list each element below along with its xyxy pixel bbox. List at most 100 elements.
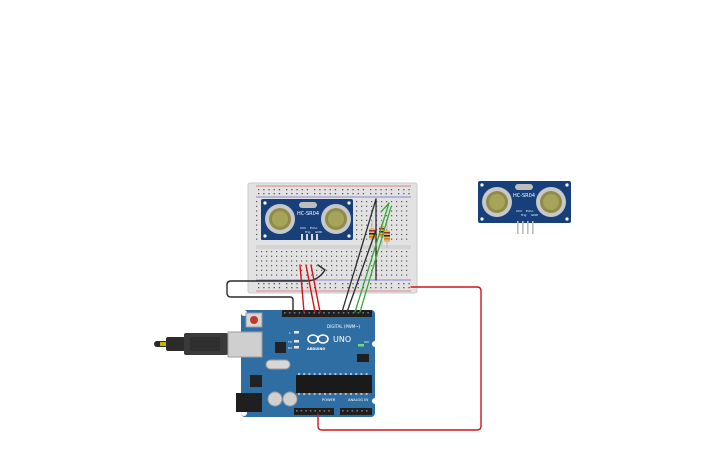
hole bbox=[337, 312, 340, 314]
hole bbox=[356, 410, 358, 412]
hole bbox=[316, 260, 318, 262]
hole bbox=[396, 251, 398, 253]
hole bbox=[355, 393, 358, 395]
pin-label-gnd: GND bbox=[315, 230, 323, 234]
hole bbox=[258, 189, 260, 191]
hole bbox=[381, 215, 383, 217]
crystal-oscillator bbox=[299, 202, 317, 208]
hole bbox=[329, 189, 331, 191]
pin-label-vcc: VCC bbox=[300, 226, 306, 230]
hole bbox=[381, 251, 383, 253]
hole bbox=[336, 260, 338, 262]
wire-green-1[interactable] bbox=[354, 202, 390, 313]
ultrasonic-sensor-left[interactable]: HC-SR04 VCC Trig Echo GND bbox=[261, 199, 353, 240]
hole bbox=[286, 193, 288, 195]
hole bbox=[356, 269, 358, 271]
hole bbox=[401, 265, 403, 267]
breadboard-terminal-holes bbox=[256, 201, 408, 276]
dc-power-jack[interactable] bbox=[236, 393, 262, 412]
hole bbox=[406, 201, 408, 203]
arduino-uno-board[interactable]: DIGITAL (PWM~) POWER ANALOG IN L TX RX O… bbox=[154, 310, 378, 417]
hole bbox=[401, 269, 403, 271]
power-header-label: POWER bbox=[322, 398, 336, 402]
analog-pin-header[interactable] bbox=[340, 408, 372, 415]
board-model-label: UNO bbox=[333, 335, 351, 344]
hole bbox=[366, 224, 368, 226]
hole bbox=[308, 312, 311, 314]
hole bbox=[391, 251, 393, 253]
wire-green-2[interactable] bbox=[359, 206, 392, 313]
hole bbox=[258, 283, 260, 285]
hole bbox=[256, 219, 258, 221]
hole bbox=[286, 274, 288, 276]
wire-black-gnd-loop[interactable] bbox=[226, 264, 326, 313]
hole bbox=[351, 274, 353, 276]
resistor-2[interactable] bbox=[379, 220, 385, 246]
hole bbox=[341, 255, 343, 257]
hole bbox=[336, 274, 338, 276]
hole bbox=[291, 189, 293, 191]
hole bbox=[266, 260, 268, 262]
hole bbox=[326, 255, 328, 257]
wire-red-3[interactable] bbox=[310, 264, 321, 313]
hole bbox=[366, 251, 368, 253]
hole bbox=[346, 269, 348, 271]
hole bbox=[278, 189, 281, 191]
hole bbox=[305, 410, 307, 412]
hole bbox=[361, 219, 363, 221]
hole bbox=[323, 312, 325, 314]
led-tx bbox=[294, 340, 299, 343]
hole bbox=[341, 251, 343, 253]
hole bbox=[334, 393, 337, 395]
hole bbox=[334, 189, 337, 191]
resistor-1[interactable] bbox=[369, 220, 375, 246]
hole bbox=[371, 205, 373, 207]
hole bbox=[370, 287, 372, 289]
hole bbox=[324, 287, 326, 289]
wire-red-long[interactable] bbox=[317, 286, 482, 431]
pin-label-trig: Trig bbox=[520, 213, 526, 217]
hole bbox=[366, 215, 368, 217]
wire-red-1[interactable] bbox=[299, 264, 305, 313]
hole bbox=[268, 287, 270, 289]
hole bbox=[366, 233, 368, 236]
hole bbox=[286, 265, 288, 267]
hole bbox=[256, 233, 258, 236]
ultrasonic-sensor-right[interactable]: HC-SR04 VCC Trig Echo GND bbox=[478, 181, 571, 234]
wire-black-2[interactable] bbox=[346, 229, 377, 313]
hole bbox=[351, 255, 353, 257]
power-pin-header[interactable] bbox=[294, 408, 334, 415]
wire-black-1[interactable] bbox=[341, 198, 377, 313]
digital-pin-header[interactable] bbox=[282, 310, 372, 317]
wire-green-3[interactable] bbox=[380, 202, 390, 213]
wire-red-2[interactable] bbox=[305, 264, 316, 313]
usb-cable[interactable] bbox=[154, 333, 228, 355]
hole bbox=[366, 265, 368, 267]
hole bbox=[301, 255, 303, 257]
hole bbox=[266, 265, 268, 267]
hole bbox=[361, 224, 363, 226]
hole bbox=[371, 251, 373, 253]
hole bbox=[360, 393, 363, 395]
resistor-3[interactable] bbox=[384, 222, 390, 248]
hole bbox=[401, 238, 403, 240]
hole bbox=[406, 265, 408, 267]
hole bbox=[352, 287, 354, 289]
hole bbox=[256, 210, 258, 212]
hole bbox=[351, 260, 353, 262]
usb-port[interactable] bbox=[227, 331, 263, 358]
hole bbox=[356, 201, 358, 203]
hole bbox=[291, 287, 293, 289]
hole bbox=[319, 189, 321, 191]
hole bbox=[356, 224, 358, 226]
hole bbox=[401, 229, 403, 231]
hole bbox=[362, 189, 365, 191]
breadboard-top-rail-holes bbox=[258, 189, 410, 195]
hole bbox=[321, 265, 323, 267]
hole bbox=[391, 274, 393, 276]
hole bbox=[316, 265, 318, 267]
hole bbox=[357, 193, 359, 195]
hole bbox=[296, 274, 298, 276]
hole bbox=[296, 189, 298, 191]
hole bbox=[370, 189, 372, 191]
